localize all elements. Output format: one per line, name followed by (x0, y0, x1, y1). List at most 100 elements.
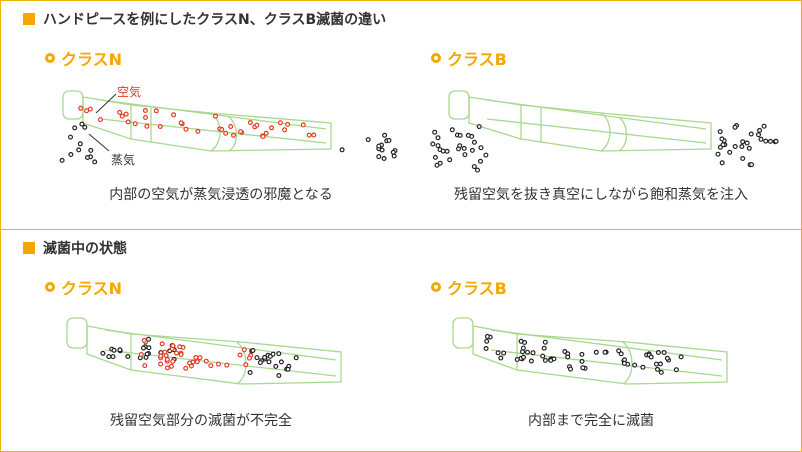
class-n-heading: クラスN (45, 275, 122, 299)
air-particle (300, 122, 306, 128)
caption-class-n: 残留空気部分の滅菌が不完全 (110, 413, 292, 429)
steam-particle (79, 121, 85, 127)
caption-class-n: 内部の空気が蒸気浸透の邪魔となる (109, 187, 333, 203)
steam-particle (432, 129, 438, 135)
air-particle (170, 343, 176, 349)
steam-particle (579, 358, 585, 364)
air-particle (219, 126, 225, 132)
steam-particle (84, 155, 90, 161)
steam-particle (143, 354, 149, 360)
steam-particle (758, 136, 764, 142)
air-particle (247, 119, 253, 125)
caption-class-b: 内部まで完全に滅菌 (528, 413, 654, 429)
steam-particle (664, 355, 670, 361)
steam-particle (100, 350, 106, 356)
steam-particle (476, 124, 482, 130)
steam-particle (648, 354, 654, 360)
air-particles (78, 105, 317, 140)
air-particle (132, 121, 138, 127)
steam-particle (495, 350, 501, 356)
steam-particle (748, 131, 754, 137)
air-particle (282, 127, 288, 133)
air-particle (178, 120, 184, 126)
air-particle (237, 352, 243, 358)
steam-particle (541, 345, 547, 351)
steam-particle (293, 355, 299, 361)
class-b-heading: クラスB (431, 46, 507, 70)
steam-particle (640, 364, 646, 370)
steam-particle (621, 360, 627, 366)
steam-particle (434, 162, 440, 168)
handpiece-illustration-during (66, 317, 728, 385)
air-particle (164, 356, 170, 362)
air-particle (174, 350, 180, 356)
air-particle (203, 358, 209, 364)
section-title-text: 滅菌中の状態 (43, 241, 127, 257)
air-particle (193, 354, 199, 360)
air-particle (243, 362, 249, 368)
steam-particle (520, 345, 526, 351)
steam-particle (267, 353, 273, 359)
steam-particle (483, 345, 489, 351)
air-particle (142, 363, 148, 369)
steam-particle (471, 139, 477, 145)
steam-particle (632, 362, 638, 368)
steam-particle (580, 365, 586, 371)
air-particle (197, 355, 203, 361)
steam-particle (339, 147, 345, 153)
steam-particle (542, 339, 548, 345)
steam-particle (76, 147, 82, 153)
air-particle (168, 363, 174, 369)
steam-particle (761, 123, 767, 129)
air-particle (269, 125, 275, 131)
steam-particle (456, 146, 462, 152)
section-title-text: ハンドピースを例にしたクラスN、クラスB滅菌の違い (43, 12, 387, 28)
steam-particle (530, 350, 536, 356)
steam-particle (440, 148, 446, 154)
steam-particle (744, 140, 750, 146)
steam-particle (618, 351, 624, 357)
steam-particle (773, 138, 779, 144)
steam-particle (579, 351, 585, 357)
steam-particle (457, 132, 463, 138)
steam-particle (381, 156, 387, 162)
circle-bullet-icon (431, 282, 441, 292)
steam-particle (749, 162, 755, 168)
air-leader-line (95, 93, 117, 114)
steam-particle (732, 144, 738, 150)
air-particle (117, 109, 123, 115)
steam-particle (379, 147, 385, 153)
air-particle (164, 365, 170, 371)
air-particle (238, 129, 244, 135)
air-particle (97, 117, 103, 123)
steam-particle (501, 350, 507, 356)
air-particle (224, 362, 230, 368)
steam-particle (68, 152, 74, 158)
air-particle (144, 123, 150, 129)
steam-particle (435, 143, 441, 149)
steam-particle (478, 145, 484, 151)
steam-particle (478, 158, 484, 164)
air-particle (213, 113, 219, 119)
steam-particle (767, 138, 773, 144)
air-particle (183, 126, 189, 132)
air-particle (153, 108, 159, 114)
steam-particle (740, 139, 746, 145)
section-title: 滅菌中の状態 (23, 238, 127, 258)
steam-leader-line (88, 133, 110, 152)
steam-particle (444, 148, 450, 154)
steam-particle (740, 156, 746, 162)
steam-particle (92, 159, 98, 165)
steam-particle (739, 144, 745, 150)
steam-particle (365, 137, 371, 143)
handpiece-illustration-class-b (430, 90, 779, 173)
air-particle (138, 351, 144, 357)
air-particle (87, 106, 93, 112)
particles-class-b (483, 333, 684, 375)
steam-particle (447, 157, 453, 163)
steam-label: 蒸気 (111, 153, 136, 167)
steam-particle (462, 152, 468, 158)
air-particle (119, 113, 125, 119)
steam-particle (106, 354, 112, 360)
steam-particle (658, 369, 664, 375)
